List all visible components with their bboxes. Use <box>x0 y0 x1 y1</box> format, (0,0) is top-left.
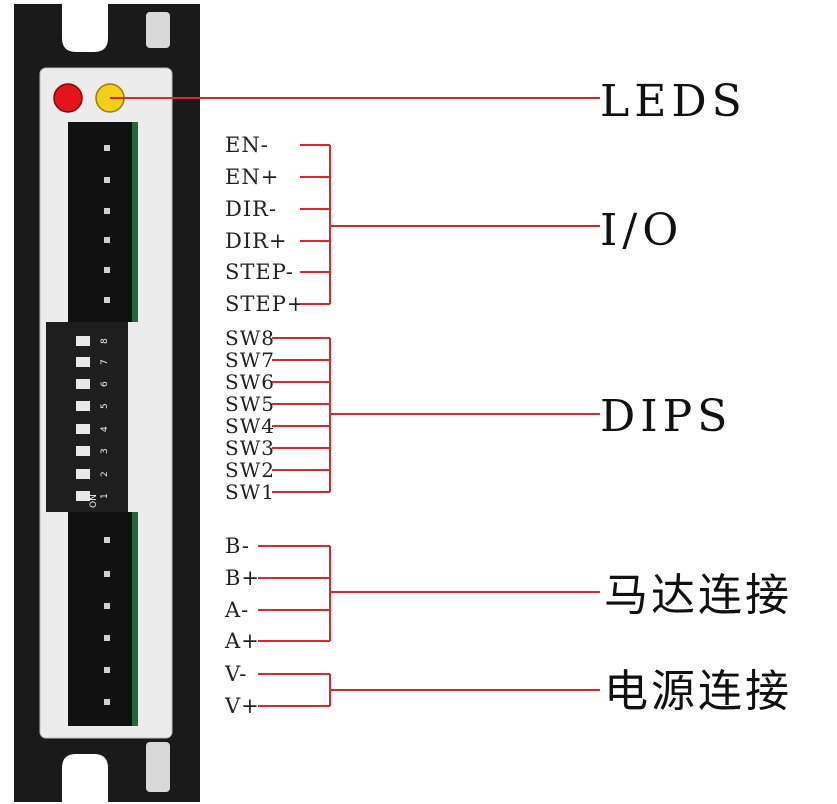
io-pin-label: STEP- <box>225 260 294 284</box>
dip-pin-label: SW5 <box>225 392 275 416</box>
io-pin-label: STEP+ <box>225 292 305 316</box>
dip-on-label: ON <box>89 494 99 508</box>
io-connector-pcb-edge <box>130 122 138 322</box>
dip-switch-block <box>46 322 128 512</box>
red-led <box>53 83 83 113</box>
dip-pin-label: SW3 <box>225 436 275 460</box>
dip-switch-slider <box>76 424 90 434</box>
connector-pin <box>104 699 110 705</box>
dip-switch-slider <box>76 379 90 389</box>
dip-switch-slider <box>76 336 90 346</box>
dip-number: 7 <box>100 359 110 365</box>
io-pin-label: EN+ <box>225 165 279 189</box>
dip-pin-label: SW7 <box>225 348 275 372</box>
power-connector-pcb-edge <box>130 512 138 726</box>
top-screw <box>146 12 170 48</box>
motor-bracket-group: B- B+ A- A+ <box>224 534 600 653</box>
dip-pin-label: SW6 <box>225 370 275 394</box>
bottom-screw <box>146 742 170 792</box>
connector-pin <box>104 667 110 673</box>
motor-pin-label: B+ <box>225 566 260 590</box>
connector-pin <box>104 537 110 543</box>
dip-switch-slider <box>76 446 90 456</box>
leds-label: LEDS <box>600 76 747 127</box>
io-pin-label: DIR- <box>225 197 277 221</box>
connector-pin <box>104 145 110 151</box>
dip-switch-slider <box>76 357 90 367</box>
io-pin-label: EN- <box>225 133 269 157</box>
motor-power-connector <box>68 512 132 726</box>
dip-switch-slider <box>76 491 90 501</box>
io-connector <box>68 122 132 322</box>
dip-pin-label: SW8 <box>225 326 275 350</box>
dip-slots: 8 7 6 5 4 3 2 1 <box>76 336 110 501</box>
connector-pin <box>104 177 110 183</box>
dips-label: DIPS <box>600 391 732 442</box>
connector-pin <box>104 603 110 609</box>
power-pin-label: V- <box>224 662 247 686</box>
bottom-mounting-slot <box>62 754 108 804</box>
dip-number: 5 <box>100 403 110 409</box>
io-pin-dots <box>104 145 110 303</box>
io-label: I/O <box>600 205 683 256</box>
power-pin-dots <box>104 537 110 705</box>
dip-number: 6 <box>100 381 110 387</box>
dip-number: 4 <box>100 426 110 432</box>
dip-number: 1 <box>100 493 110 499</box>
dip-number: 8 <box>100 338 110 344</box>
connector-pin <box>104 635 110 641</box>
connector-pin <box>104 237 110 243</box>
driver-device: 8 7 6 5 4 3 2 1 ON <box>14 0 200 804</box>
power-label: 电源连接 <box>604 666 792 717</box>
dip-switch-slider <box>76 401 90 411</box>
power-bracket-group: V- V+ <box>224 662 600 718</box>
motor-pin-label: A- <box>224 598 249 622</box>
dip-pin-label: SW2 <box>225 458 275 482</box>
dip-pin-label: SW1 <box>225 480 275 504</box>
top-mounting-slot <box>62 0 108 52</box>
motor-pin-label: B- <box>225 534 250 558</box>
dip-number: 2 <box>100 471 110 477</box>
io-bracket-group: EN- EN+ DIR- DIR+ STEP- STEP+ <box>225 133 600 316</box>
connector-pin <box>104 267 110 273</box>
motor-pin-label: A+ <box>224 629 260 653</box>
connector-pin <box>104 208 110 214</box>
connector-pin <box>104 297 110 303</box>
connector-pin <box>104 571 110 577</box>
dip-pin-label: SW4 <box>225 414 275 438</box>
io-pin-label: DIR+ <box>225 229 288 253</box>
dip-number: 3 <box>100 448 110 454</box>
dip-switch-slider <box>76 469 90 479</box>
motor-label: 马达连接 <box>604 570 792 621</box>
power-pin-label: V+ <box>224 694 260 718</box>
